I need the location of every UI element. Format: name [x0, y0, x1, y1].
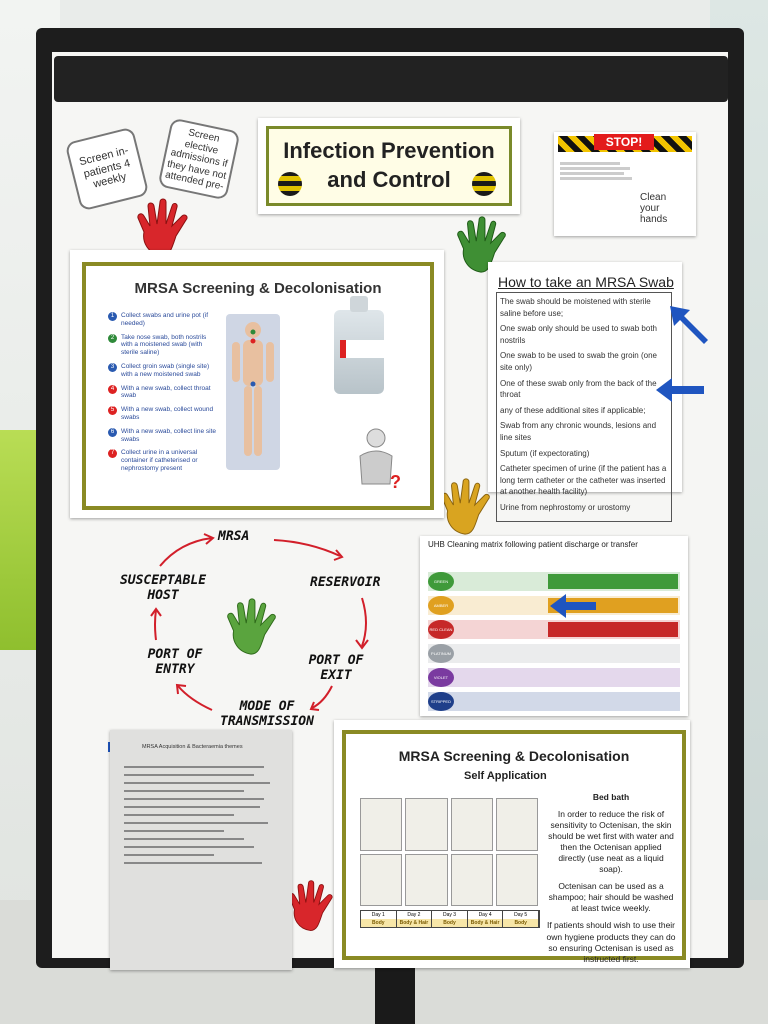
poster-subtitle: Self Application: [464, 770, 547, 782]
swab-title: How to take an MRSA Swab: [498, 274, 674, 290]
red-hand-icon-bottom: [288, 880, 333, 931]
blue-arrow-icon: [550, 594, 596, 618]
self-application-poster: MRSA Screening & Decolonisation Self App…: [334, 720, 690, 968]
board-top-rail: [54, 56, 728, 102]
table-row: VIOLET CLEAN: [428, 668, 680, 699]
list-item: Catheter specimen of urine (if the patie…: [500, 464, 667, 497]
sticker-screen-elective: Screen elective admissions if they have …: [157, 117, 241, 201]
svg-text:?: ?: [390, 472, 401, 492]
poster-title: MRSA Screening & Decolonisation: [134, 280, 382, 297]
stop-body-text: [560, 160, 688, 182]
board-stand: [375, 965, 415, 1024]
cycle-port-of-exit: PORT OF EXIT: [308, 653, 364, 683]
table-row: GREEN: [428, 572, 680, 591]
list-item: One swab to be used to swab the groin (o…: [500, 351, 657, 372]
bee-icon: [472, 172, 496, 196]
body-diagram: [226, 314, 280, 470]
blue-arrow-icon: [656, 378, 704, 402]
swab-list: The swab should be moistened with steril…: [496, 292, 672, 522]
green-hand-icon: [457, 216, 506, 273]
themes-title: MRSA Acquisition & Bacteraemia themes: [142, 744, 243, 750]
list-item: any of these additional sites if applica…: [500, 405, 646, 415]
cycle-mrsa: MRSA: [218, 529, 250, 544]
cycle-mode-of-transmission: MODE OF TRANSMISSION: [220, 699, 314, 729]
cycle-susceptible-host: SUSCEPTABLE HOST: [119, 573, 207, 603]
list-item: Sputum (if expectorating): [500, 448, 590, 458]
list-item: Urine from nephrostomy or urostomy: [500, 502, 631, 512]
list-item: One swab only should be used to swab bot…: [500, 324, 657, 345]
page-title: Infection Prevention and Control: [266, 126, 512, 206]
bee-icon: [278, 172, 302, 196]
themes-body: [124, 760, 278, 870]
cycle-port-of-entry: PORT OF ENTRY: [147, 647, 203, 677]
red-hand-icon: [137, 198, 188, 257]
matrix-title: UHB Cleaning matrix following patient di…: [428, 540, 638, 549]
stop-poster: STOP! Clean your hands: [554, 132, 696, 236]
chain-of-infection: MRSA RESERVOIR PORT OF EXIT MODE OF TRAN…: [100, 520, 420, 730]
poster-title: MRSA Screening & Decolonisation: [398, 748, 630, 764]
list-item: Swab from any chronic wounds, lesions an…: [500, 421, 657, 442]
cycle-arrows: [150, 533, 369, 711]
octenisan-bottle: [334, 296, 384, 394]
stop-heading: STOP!: [594, 134, 654, 150]
blue-arrow-icon: [670, 306, 708, 344]
cycle-reservoir: RESERVOIR: [310, 575, 381, 590]
clean-hands-label: Clean your hands: [640, 192, 668, 225]
cleaning-matrix: UHB Cleaning matrix following patient di…: [420, 536, 688, 716]
title-card: Infection Prevention and Control: [258, 118, 520, 214]
list-item: One of these swab only from the back of …: [500, 378, 657, 400]
list-item: The swab should be moistened with steril…: [500, 297, 651, 318]
thinking-figure-icon: ?: [359, 428, 401, 492]
swab-instructions: How to take an MRSA Swab The swab should…: [488, 262, 682, 522]
application-illustrations: [360, 798, 538, 906]
table-row: PLATINUM CLEAN: [428, 644, 680, 675]
bed-bath-text: Bed bath In order to reduce the risk of …: [546, 792, 676, 964]
table-row: STRIPPED: [428, 692, 680, 711]
poster-frame: MRSA Screening & Decolonisation Self App…: [342, 730, 686, 964]
mrsa-themes-sheet: MRSA Acquisition & Bacteraemia themes: [110, 730, 292, 970]
table-row: RED CLEAN: [428, 620, 680, 639]
green-hand-icon-center: [227, 598, 276, 655]
